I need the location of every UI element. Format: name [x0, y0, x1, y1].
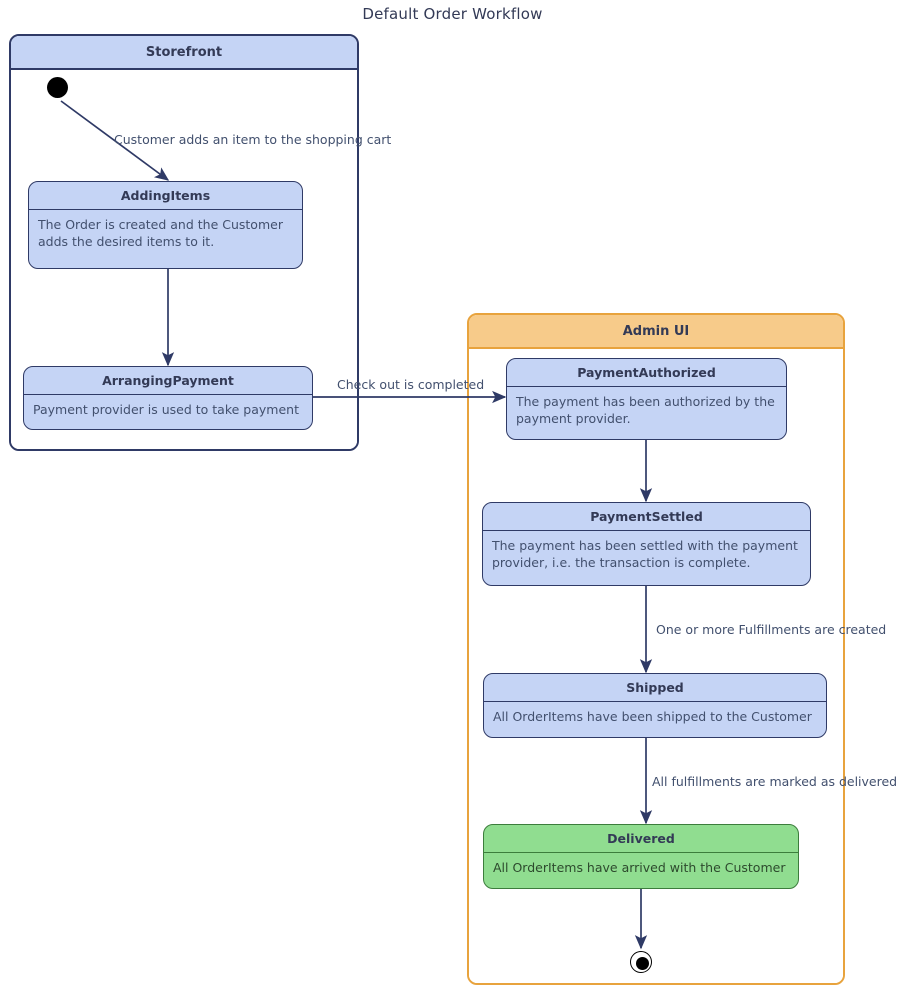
- state-arrangingpayment-title: ArrangingPayment: [24, 367, 312, 395]
- initial-state-node: [47, 77, 68, 98]
- state-paymentauthorized-title: PaymentAuthorized: [507, 359, 786, 387]
- state-paymentsettled[interactable]: PaymentSettled The payment has been sett…: [482, 502, 811, 586]
- final-state-inner-dot: [635, 956, 649, 970]
- diagram-title: Default Order Workflow: [362, 5, 543, 23]
- state-arrangingpayment-description: Payment provider is used to take payment: [33, 402, 299, 417]
- state-shipped-title: Shipped: [484, 674, 826, 702]
- state-paymentsettled-title: PaymentSettled: [483, 503, 810, 531]
- edge-label-fulfillments-created: One or more Fulfillments are created: [656, 622, 887, 637]
- state-paymentauthorized[interactable]: PaymentAuthorized The payment has been a…: [506, 358, 787, 440]
- state-shipped[interactable]: Shipped All OrderItems have been shipped…: [483, 673, 827, 738]
- edge-label-customer-adds-item: Customer adds an item to the shopping ca…: [114, 132, 392, 147]
- final-state-node: [630, 951, 652, 973]
- state-delivered-description: All OrderItems have arrived with the Cus…: [493, 860, 786, 875]
- state-paymentsettled-description: The payment has been settled with the pa…: [492, 538, 798, 570]
- state-shipped-description: All OrderItems have been shipped to the …: [493, 709, 812, 724]
- state-delivered-title: Delivered: [484, 825, 798, 853]
- state-addingitems-title: AddingItems: [29, 182, 302, 210]
- state-addingitems-description: The Order is created and the Customer ad…: [38, 217, 283, 249]
- state-addingitems[interactable]: AddingItems The Order is created and the…: [28, 181, 303, 269]
- edge-initial-to-addingitems: [60, 100, 170, 181]
- state-delivered[interactable]: Delivered All OrderItems have arrived wi…: [483, 824, 799, 889]
- edge-label-fulfillments-delivered: All fulfillments are marked as delivered: [652, 774, 898, 789]
- state-paymentauthorized-description: The payment has been authorized by the p…: [516, 394, 775, 426]
- composite-state-admin-ui-title: Admin UI: [469, 315, 843, 349]
- edge-label-check-out-completed: Check out is completed: [337, 377, 485, 392]
- state-arrangingpayment[interactable]: ArrangingPayment Payment provider is use…: [23, 366, 313, 430]
- composite-state-storefront-title: Storefront: [11, 36, 357, 70]
